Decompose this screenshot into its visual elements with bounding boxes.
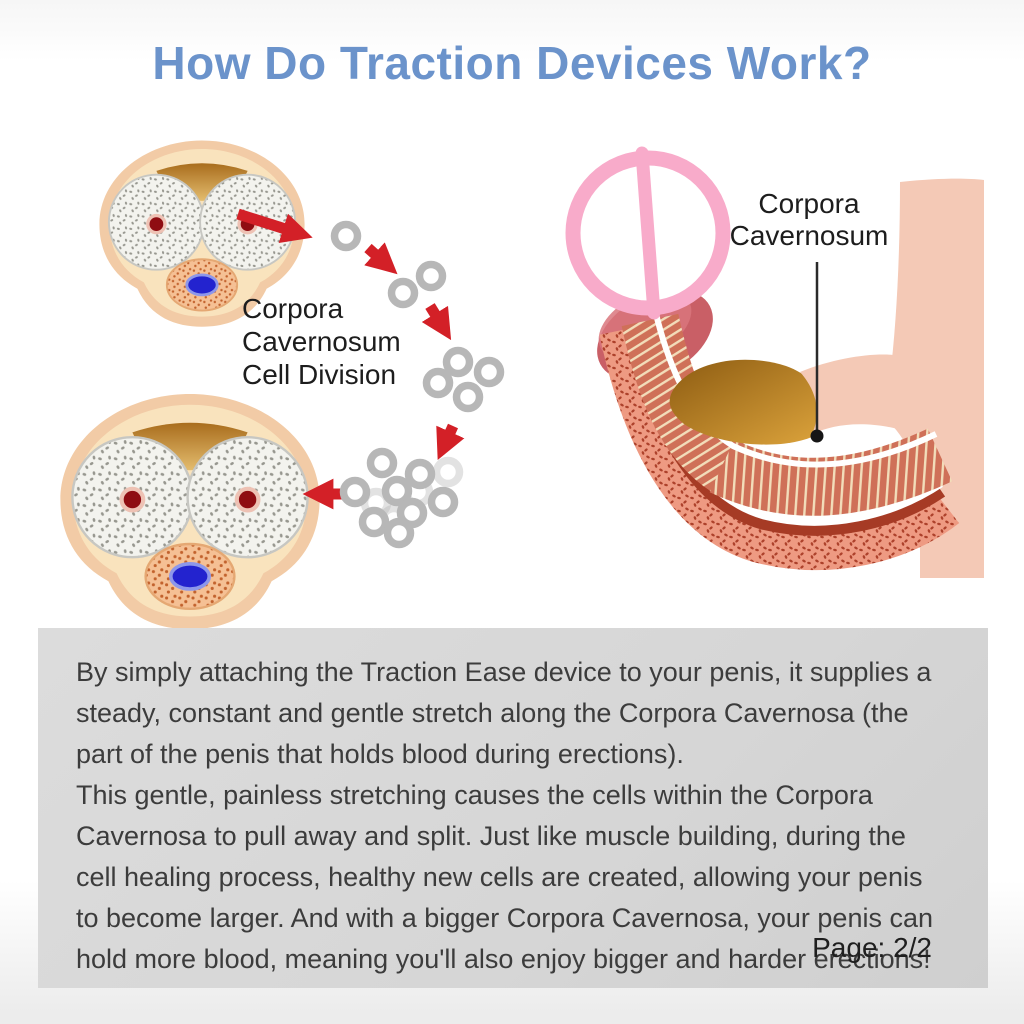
- label-line: Corpora: [242, 293, 344, 324]
- label-line: Cavernosum: [242, 326, 401, 357]
- label-line: Cavernosum: [730, 220, 889, 251]
- right-diagram-label: Corpora Cavernosum: [730, 188, 889, 251]
- description-paragraph-1: By simply attaching the Traction Ease de…: [76, 657, 932, 769]
- page-indicator: Page: 2/2: [812, 932, 932, 963]
- description-paragraph-2: This gentle, painless stretching causes …: [76, 780, 933, 974]
- traction-ring-icon: [565, 146, 731, 320]
- corpora-pointer-line: [810, 262, 824, 443]
- body-silhouette: [884, 178, 984, 579]
- label-line: Cell Division: [242, 359, 396, 390]
- label-line: Corpora: [758, 188, 860, 219]
- cross-section-large: [60, 394, 319, 629]
- left-diagram-label: Corpora Cavernosum Cell Division: [242, 293, 401, 390]
- page-title: How Do Traction Devices Work?: [152, 37, 872, 89]
- description-panel: By simply attaching the Traction Ease de…: [38, 628, 988, 988]
